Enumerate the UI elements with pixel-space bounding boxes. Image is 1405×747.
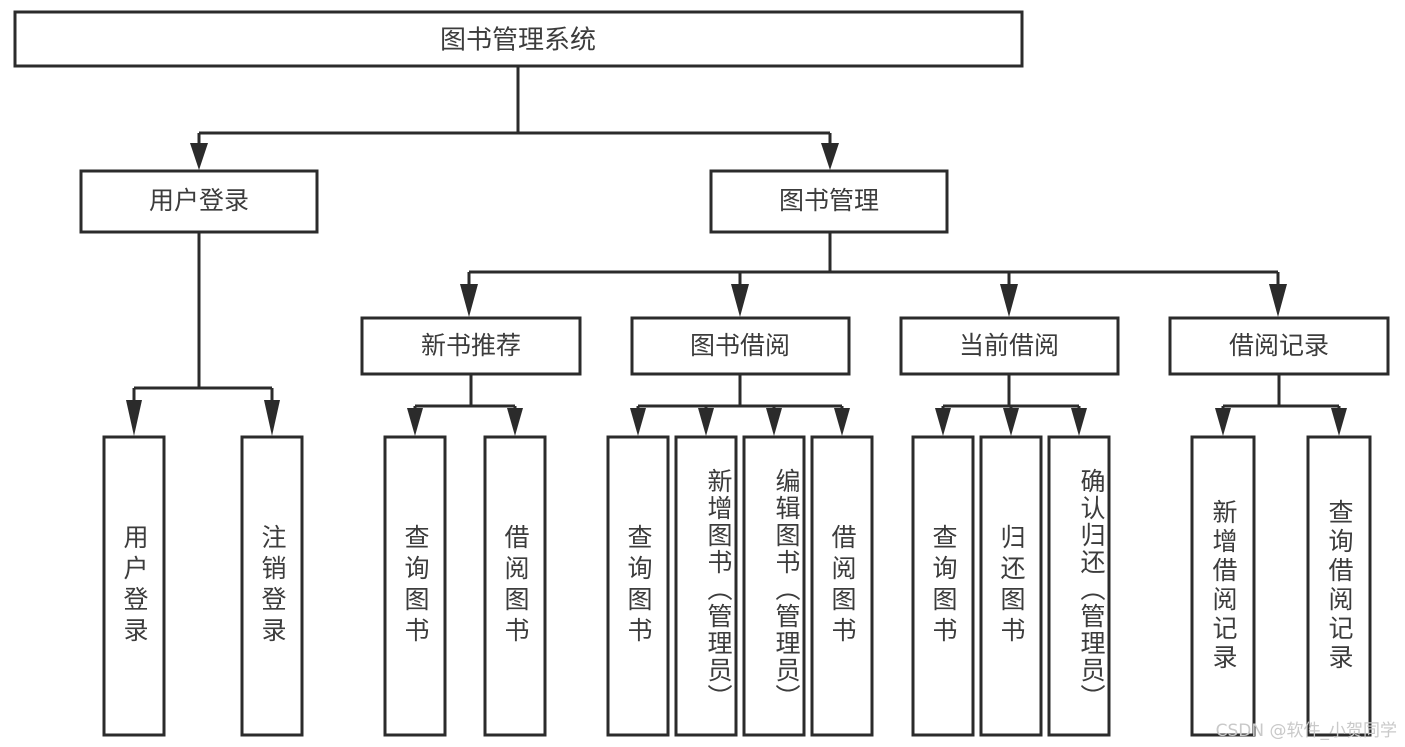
node-root[interactable]: 图书管理系统 [13,10,1024,68]
arrow-head-leaf-query-book-1 [407,408,423,436]
arrow-head-leaf-query-borrow-record [1331,408,1347,436]
node-leaf-user-login-box[interactable] [102,435,166,737]
node-leaf-borrow-book-2[interactable] [810,435,874,737]
arrow-head-leaf-query-book-2 [630,408,646,436]
connector-group-root [190,66,839,170]
node-new-book-recommend-label: 新书推荐 [421,331,521,360]
arrow-head-leaf-add-borrow-record [1215,408,1231,436]
arrow-head-book-management [821,143,839,170]
node-leaf-confirm-return-admin[interactable] [1047,435,1111,737]
node-leaf-add-borrow-record[interactable] [1190,435,1256,737]
arrow-head-borrow-record [1269,284,1287,317]
connector-group-book-borrow [630,374,850,436]
node-leaf-user-login[interactable] [102,435,166,737]
arrow-head-leaf-confirm-return-admin [1071,408,1087,436]
node-leaf-edit-book-admin-box[interactable] [742,435,806,737]
node-leaf-confirm-return-admin-box[interactable] [1047,435,1111,737]
node-user-login[interactable]: 用户登录 [79,169,319,234]
node-leaf-add-book-admin-box[interactable] [674,435,738,737]
node-leaf-query-book-2[interactable] [606,435,670,737]
arrow-head-new-book-recommend [460,284,478,317]
arrow-head-book-borrow [731,284,749,317]
node-leaf-return-book[interactable] [979,435,1043,737]
node-book-management-box[interactable] [709,169,949,234]
node-leaf-query-book-2-box[interactable] [606,435,670,737]
node-new-book-recommend[interactable]: 新书推荐 [360,316,582,376]
node-current-borrow-label: 当前借阅 [959,331,1059,360]
arrow-head-leaf-user-login [126,400,142,436]
node-leaf-query-book-3-box[interactable] [911,435,975,737]
arrow-head-leaf-query-book-3 [935,408,951,436]
node-leaf-query-borrow-record-box[interactable] [1306,435,1372,737]
connector-group-new-book-recommend [407,374,523,436]
connector-group-book-management [460,232,1287,317]
node-leaf-add-borrow-record-box[interactable] [1190,435,1256,737]
arrow-head-leaf-return-book [1003,408,1019,436]
node-leaf-borrow-book-1-box[interactable] [483,435,547,737]
node-leaf-add-book-admin[interactable] [674,435,738,737]
node-leaf-borrow-book-1[interactable] [483,435,547,737]
node-current-borrow-box[interactable] [899,316,1120,376]
node-book-borrow-label: 图书借阅 [690,331,790,360]
arrow-head-leaf-borrow-book-1 [507,408,523,436]
node-leaf-logout[interactable] [240,435,304,737]
node-leaf-edit-book-admin[interactable] [742,435,806,737]
arrow-head-leaf-edit-book-admin [766,408,782,436]
arrow-head-leaf-add-book-admin [698,408,714,436]
node-leaf-return-book-box[interactable] [979,435,1043,737]
node-user-login-box[interactable] [79,169,319,234]
connector-group-borrow-record [1215,374,1347,436]
node-leaf-query-book-1[interactable] [383,435,447,737]
node-root-box[interactable] [13,10,1024,68]
arrow-head-leaf-borrow-book-2 [834,408,850,436]
csdn-watermark: CSDN @软件_小贺同学 [1215,721,1397,741]
node-new-book-recommend-box[interactable] [360,316,582,376]
connector-group-user-login [126,232,280,436]
node-leaf-borrow-book-2-box[interactable] [810,435,874,737]
node-root-label: 图书管理系统 [440,26,596,56]
arrow-head-user-login [190,143,208,170]
node-book-management[interactable]: 图书管理 [709,169,949,234]
node-leaf-query-book-1-box[interactable] [383,435,447,737]
node-book-borrow[interactable]: 图书借阅 [630,316,851,376]
arrow-head-current-borrow [1000,284,1018,317]
connector-group-current-borrow [935,374,1087,436]
node-leaf-query-borrow-record[interactable] [1306,435,1372,737]
node-book-borrow-box[interactable] [630,316,851,376]
node-current-borrow[interactable]: 当前借阅 [899,316,1120,376]
node-user-login-label: 用户登录 [149,186,249,215]
node-borrow-record-label: 借阅记录 [1229,331,1329,360]
arrow-head-leaf-logout [264,400,280,436]
node-leaf-logout-box[interactable] [240,435,304,737]
node-borrow-record-box[interactable] [1168,316,1390,376]
node-borrow-record[interactable]: 借阅记录 [1168,316,1390,376]
node-book-management-label: 图书管理 [779,186,879,215]
node-leaf-query-book-3[interactable] [911,435,975,737]
